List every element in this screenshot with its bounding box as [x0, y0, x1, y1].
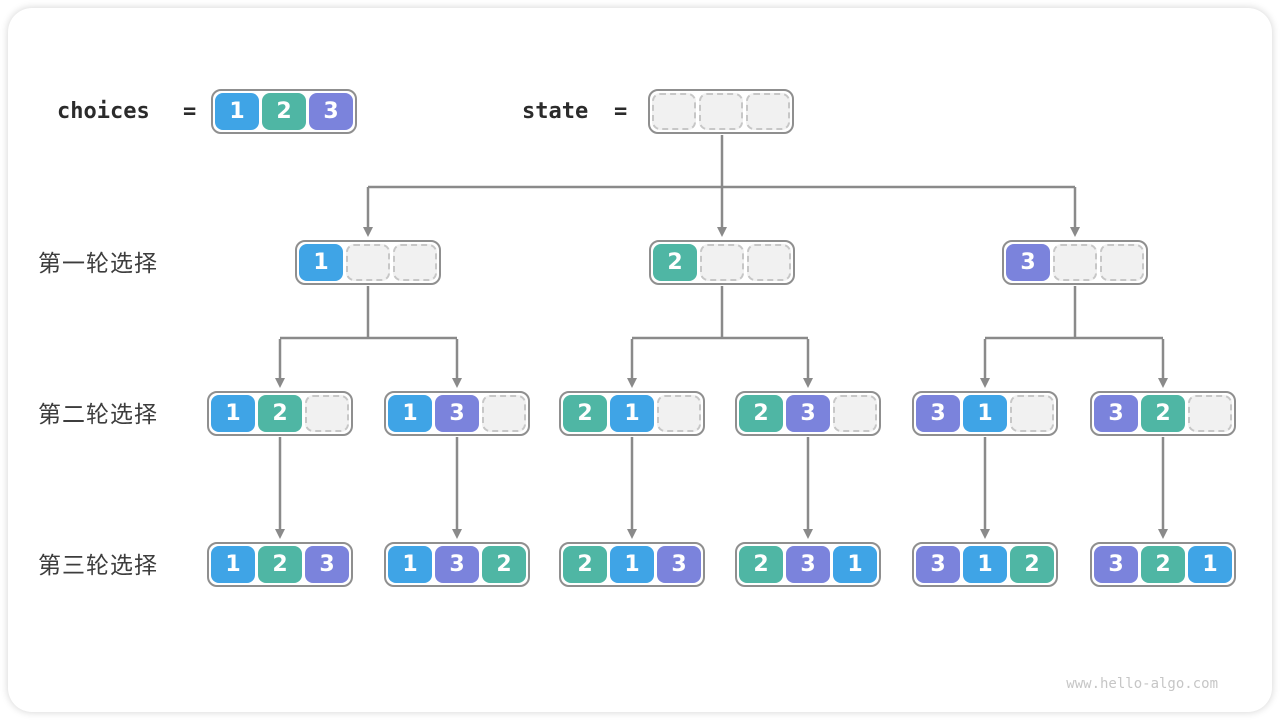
- array-cell: 3: [309, 93, 353, 130]
- state-box-round3: 1 3 2: [384, 542, 530, 587]
- state-box-round3: 2 3 1: [735, 542, 881, 587]
- array-cell: 3: [916, 546, 960, 583]
- round-1-label: 第一轮选择: [38, 250, 158, 276]
- array-cell: 3: [786, 395, 830, 432]
- array-cell: [699, 93, 743, 130]
- array-cell: 3: [305, 546, 349, 583]
- array-cell: 2: [563, 395, 607, 432]
- array-cell: [1100, 244, 1144, 281]
- round-2-label: 第二轮选择: [38, 401, 158, 427]
- array-cell: 2: [482, 546, 526, 583]
- array-cell: [346, 244, 390, 281]
- site-watermark: www.hello-algo.com: [1066, 676, 1218, 692]
- array-cell: [305, 395, 349, 432]
- round-3-label: 第三轮选择: [38, 552, 158, 578]
- array-cell: 2: [563, 546, 607, 583]
- array-cell: [1053, 244, 1097, 281]
- array-cell: 2: [1010, 546, 1054, 583]
- array-cell: [393, 244, 437, 281]
- state-equals-sign: =: [614, 99, 628, 124]
- array-cell: 1: [833, 546, 877, 583]
- state-box-round3: 1 2 3: [207, 542, 353, 587]
- array-cell: 3: [1006, 244, 1050, 281]
- array-cell: [833, 395, 877, 432]
- state-box-round1: 3: [1002, 240, 1148, 285]
- state-box-round2: 3 1: [912, 391, 1058, 436]
- state-box-round3: 3 2 1: [1090, 542, 1236, 587]
- state-box-round3: 2 1 3: [559, 542, 705, 587]
- connector-stem: [632, 286, 808, 340]
- array-cell: 2: [653, 244, 697, 281]
- choices-equals-sign: =: [183, 99, 197, 124]
- connector-stem: [368, 135, 1075, 189]
- state-box-round1: 2: [649, 240, 795, 285]
- array-cell: 1: [299, 244, 343, 281]
- array-cell: 1: [963, 395, 1007, 432]
- diagram-card: choices = 1 2 3 state = 第一轮选择 第二轮选择 第三轮选…: [8, 8, 1272, 712]
- state-box-round2: 3 2: [1090, 391, 1236, 436]
- array-cell: 1: [388, 395, 432, 432]
- array-cell: 3: [1094, 395, 1138, 432]
- array-cell: [1188, 395, 1232, 432]
- array-cell: 1: [211, 395, 255, 432]
- state-label: state: [522, 99, 589, 124]
- array-cell: 2: [1141, 395, 1185, 432]
- array-cell: [482, 395, 526, 432]
- array-cell: 1: [211, 546, 255, 583]
- array-cell: 1: [388, 546, 432, 583]
- array-cell: 3: [916, 395, 960, 432]
- array-cell: 3: [435, 546, 479, 583]
- array-cell: 3: [786, 546, 830, 583]
- array-cell: 2: [1141, 546, 1185, 583]
- array-cell: 1: [1188, 546, 1232, 583]
- connector-stem: [280, 286, 457, 340]
- array-cell: 2: [739, 546, 783, 583]
- array-cell: [657, 395, 701, 432]
- state-box-round2: 2 3: [735, 391, 881, 436]
- array-cell: 1: [215, 93, 259, 130]
- array-cell: 1: [610, 546, 654, 583]
- choices-array-box: 1 2 3: [211, 89, 357, 134]
- connector-stem: [985, 286, 1163, 340]
- array-cell: 1: [963, 546, 1007, 583]
- array-cell: 2: [258, 546, 302, 583]
- array-cell: 3: [435, 395, 479, 432]
- array-cell: 2: [262, 93, 306, 130]
- state-box-round3: 3 1 2: [912, 542, 1058, 587]
- state-box-round2: 1 3: [384, 391, 530, 436]
- array-cell: [746, 93, 790, 130]
- array-cell: [652, 93, 696, 130]
- choices-label: choices: [57, 99, 150, 124]
- array-cell: 1: [610, 395, 654, 432]
- array-cell: [747, 244, 791, 281]
- state-array-box: [648, 89, 794, 134]
- array-cell: 3: [1094, 546, 1138, 583]
- array-cell: [1010, 395, 1054, 432]
- state-box-round1: 1: [295, 240, 441, 285]
- array-cell: [700, 244, 744, 281]
- array-cell: 3: [657, 546, 701, 583]
- array-cell: 2: [739, 395, 783, 432]
- state-box-round2: 2 1: [559, 391, 705, 436]
- array-cell: 2: [258, 395, 302, 432]
- state-box-round2: 1 2: [207, 391, 353, 436]
